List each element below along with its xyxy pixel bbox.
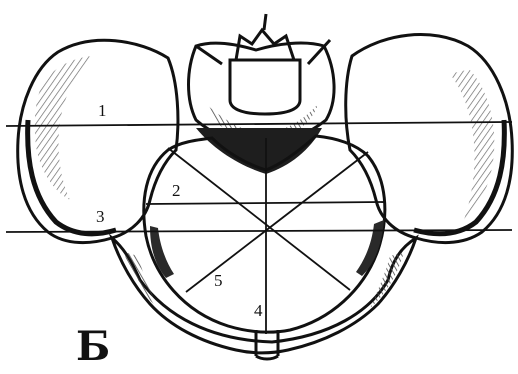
inlet-shading-left [150, 226, 174, 278]
label-1: 1 [98, 101, 107, 120]
label-3: 3 [96, 207, 105, 226]
panel-letter: Б [76, 323, 110, 370]
label-2: 2 [172, 181, 181, 200]
label-4: 4 [254, 301, 263, 320]
lumbar-vertebra [230, 60, 300, 114]
label-5: 5 [214, 271, 223, 290]
